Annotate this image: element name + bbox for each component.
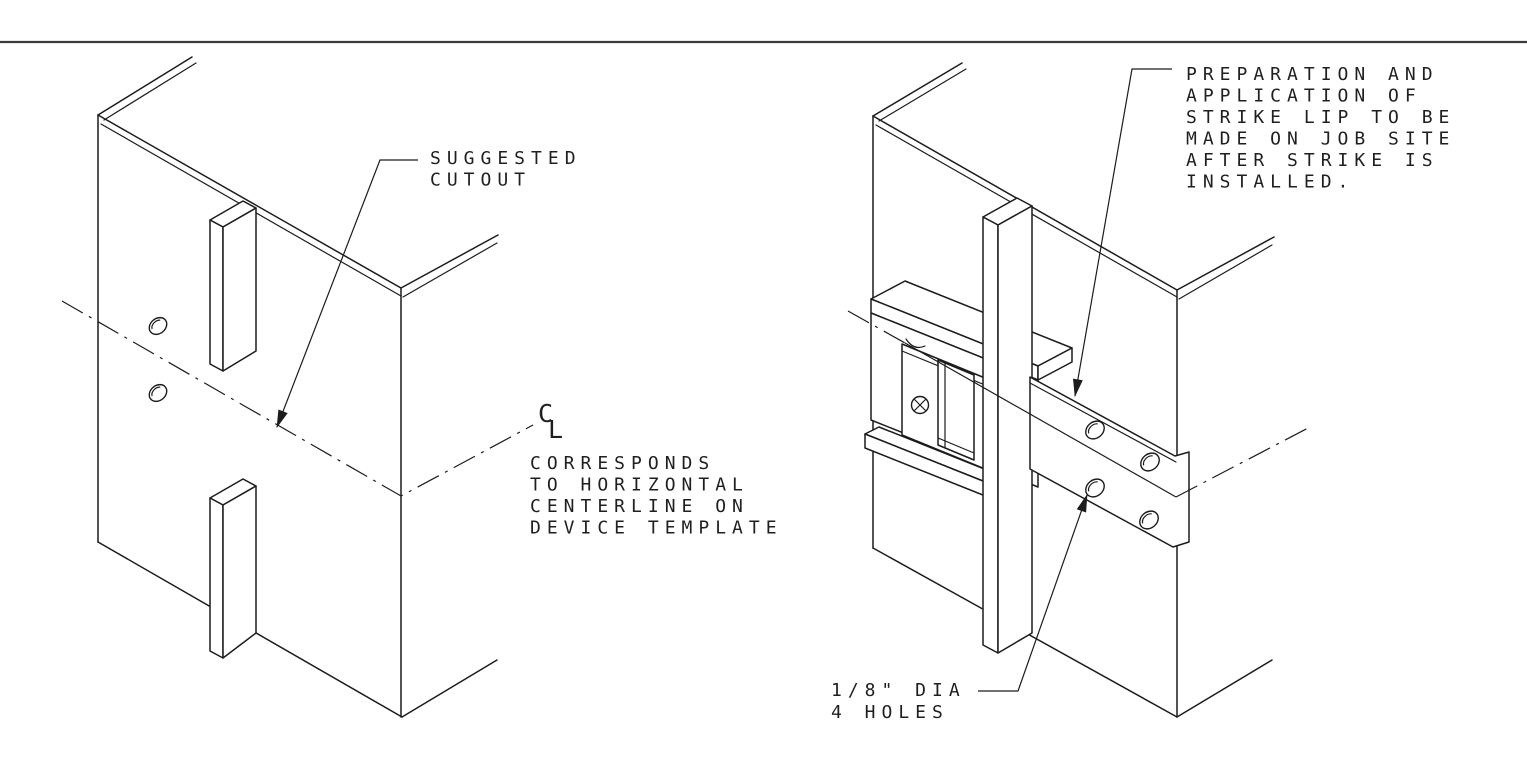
strike-lip-plate xyxy=(1029,376,1190,548)
centerline-symbol-l: L xyxy=(548,415,563,444)
callout-line: APPLICATION OF xyxy=(1186,86,1422,107)
plate-hole xyxy=(1140,452,1160,472)
callout-line: SUGGESTED xyxy=(430,148,582,169)
callout-line: CUTOUT xyxy=(430,170,531,191)
horizontal-centerline-right xyxy=(847,310,1311,498)
strike-lip-callout: PREPARATION AND APPLICATION OF STRIKE LI… xyxy=(1186,64,1455,193)
holes-callout: 1/8" DIA 4 HOLES xyxy=(831,680,966,723)
centerline-symbol: C L xyxy=(538,399,563,444)
right-view-diagram: PREPARATION AND APPLICATION OF STRIKE LI… xyxy=(831,62,1455,723)
callout-line: AFTER STRIKE IS xyxy=(1186,150,1439,171)
left-view-diagram: C L CORRESPONDS TO HORIZONTAL CENTERLINE… xyxy=(61,56,783,718)
cutout-callout: SUGGESTED CUTOUT xyxy=(430,148,582,191)
note-line: CORRESPONDS xyxy=(530,453,715,474)
callout-line: INSTALLED. xyxy=(1186,172,1354,193)
leader-arrow-strike-lip xyxy=(1073,68,1172,398)
leader-arrow-holes xyxy=(978,493,1088,692)
centerline-symbol-c: C xyxy=(538,399,553,428)
leader-arrow-cutout xyxy=(276,159,418,429)
door-stop-right-view xyxy=(982,197,1033,654)
callout-line: 1/8" DIA xyxy=(831,680,966,701)
note-line: TO HORIZONTAL xyxy=(530,475,749,496)
note-line: CENTERLINE ON xyxy=(530,496,749,517)
door-stop-upper xyxy=(209,200,257,372)
callout-line: STRIKE LIP TO BE xyxy=(1186,107,1455,128)
callout-line: PREPARATION AND xyxy=(1186,64,1439,85)
frame-face-hole xyxy=(148,316,168,336)
centerline-note: CORRESPONDS TO HORIZONTAL CENTERLINE ON … xyxy=(530,453,783,539)
callout-line: MADE ON JOB SITE xyxy=(1186,129,1455,150)
plate-hole xyxy=(1139,510,1159,530)
horizontal-centerline xyxy=(61,300,534,497)
note-line: DEVICE TEMPLATE xyxy=(530,518,783,539)
callout-line: 4 HOLES xyxy=(831,702,949,723)
frame-face-hole xyxy=(148,383,168,403)
screw-icon xyxy=(910,395,930,415)
latch-ramp xyxy=(905,338,926,349)
plate-hole xyxy=(1085,420,1105,440)
door-stop-lower xyxy=(209,478,257,659)
